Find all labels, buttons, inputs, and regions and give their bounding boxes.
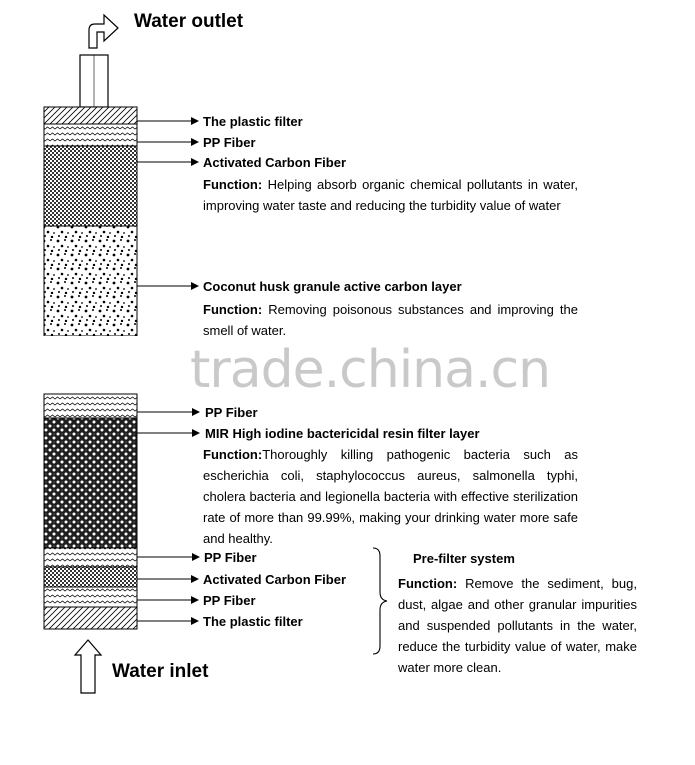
function-mir: Function:Thoroughly killing pathogenic b… [203, 444, 578, 549]
label-mir-resin: MIR High iodine bactericidal resin filte… [205, 426, 480, 441]
label-plastic-filter-top: The plastic filter [203, 114, 303, 129]
inlet-arrow-icon [73, 639, 103, 694]
function-prefix: Function: [203, 447, 263, 462]
function-text: Remove the sediment, bug, dust, algae an… [398, 576, 637, 675]
water-inlet-label: Water inlet [112, 661, 209, 682]
layer-activated-carbon-top [43, 145, 138, 227]
label-coconut-carbon: Coconut husk granule active carbon layer [203, 279, 462, 294]
function-prefilter: Function: Remove the sediment, bug, dust… [398, 573, 637, 678]
layer-pp-fiber-low [43, 547, 138, 568]
function-activated-carbon: Function: Helping absorb organic chemica… [203, 174, 578, 216]
function-prefix: Function: [398, 576, 458, 591]
layer-mir-resin [43, 417, 138, 549]
function-prefix: Function: [203, 302, 263, 317]
layer-activated-carbon-low [43, 566, 138, 588]
label-pp-fiber-top: PP Fiber [203, 135, 256, 150]
leader-lines [137, 117, 200, 625]
layer-plastic-filter-bottom [43, 606, 138, 630]
layer-plastic-filter-top [43, 106, 138, 125]
function-prefix: Function: [203, 177, 263, 192]
outlet-arrow-icon [88, 13, 119, 49]
prefilter-brace [372, 547, 388, 655]
label-plastic-filter-bottom: The plastic filter [203, 614, 303, 629]
function-coconut: Function: Removing poisonous substances … [203, 299, 578, 341]
function-text: Removing poisonous substances and improv… [203, 302, 578, 338]
watermark: trade.china.cn [190, 340, 551, 400]
layer-coconut-carbon [43, 225, 138, 337]
function-text: Thoroughly killing pathogenic bacteria s… [203, 447, 578, 546]
layer-pp-fiber-bottom [43, 586, 138, 608]
water-outlet-label: Water outlet [134, 11, 244, 32]
label-pp-fiber-bottom: PP Fiber [203, 593, 256, 608]
layer-pp-fiber-top [43, 123, 138, 147]
label-pp-fiber-mid: PP Fiber [205, 405, 258, 420]
prefilter-title: Pre-filter system [413, 551, 515, 566]
label-activated-carbon-top: Activated Carbon Fiber [203, 155, 347, 170]
label-pp-fiber-low: PP Fiber [204, 550, 257, 565]
function-text: Helping absorb organic chemical pollutan… [203, 177, 578, 213]
label-activated-carbon-low: Activated Carbon Fiber [203, 572, 347, 587]
layer-pp-fiber-mid [43, 393, 138, 419]
